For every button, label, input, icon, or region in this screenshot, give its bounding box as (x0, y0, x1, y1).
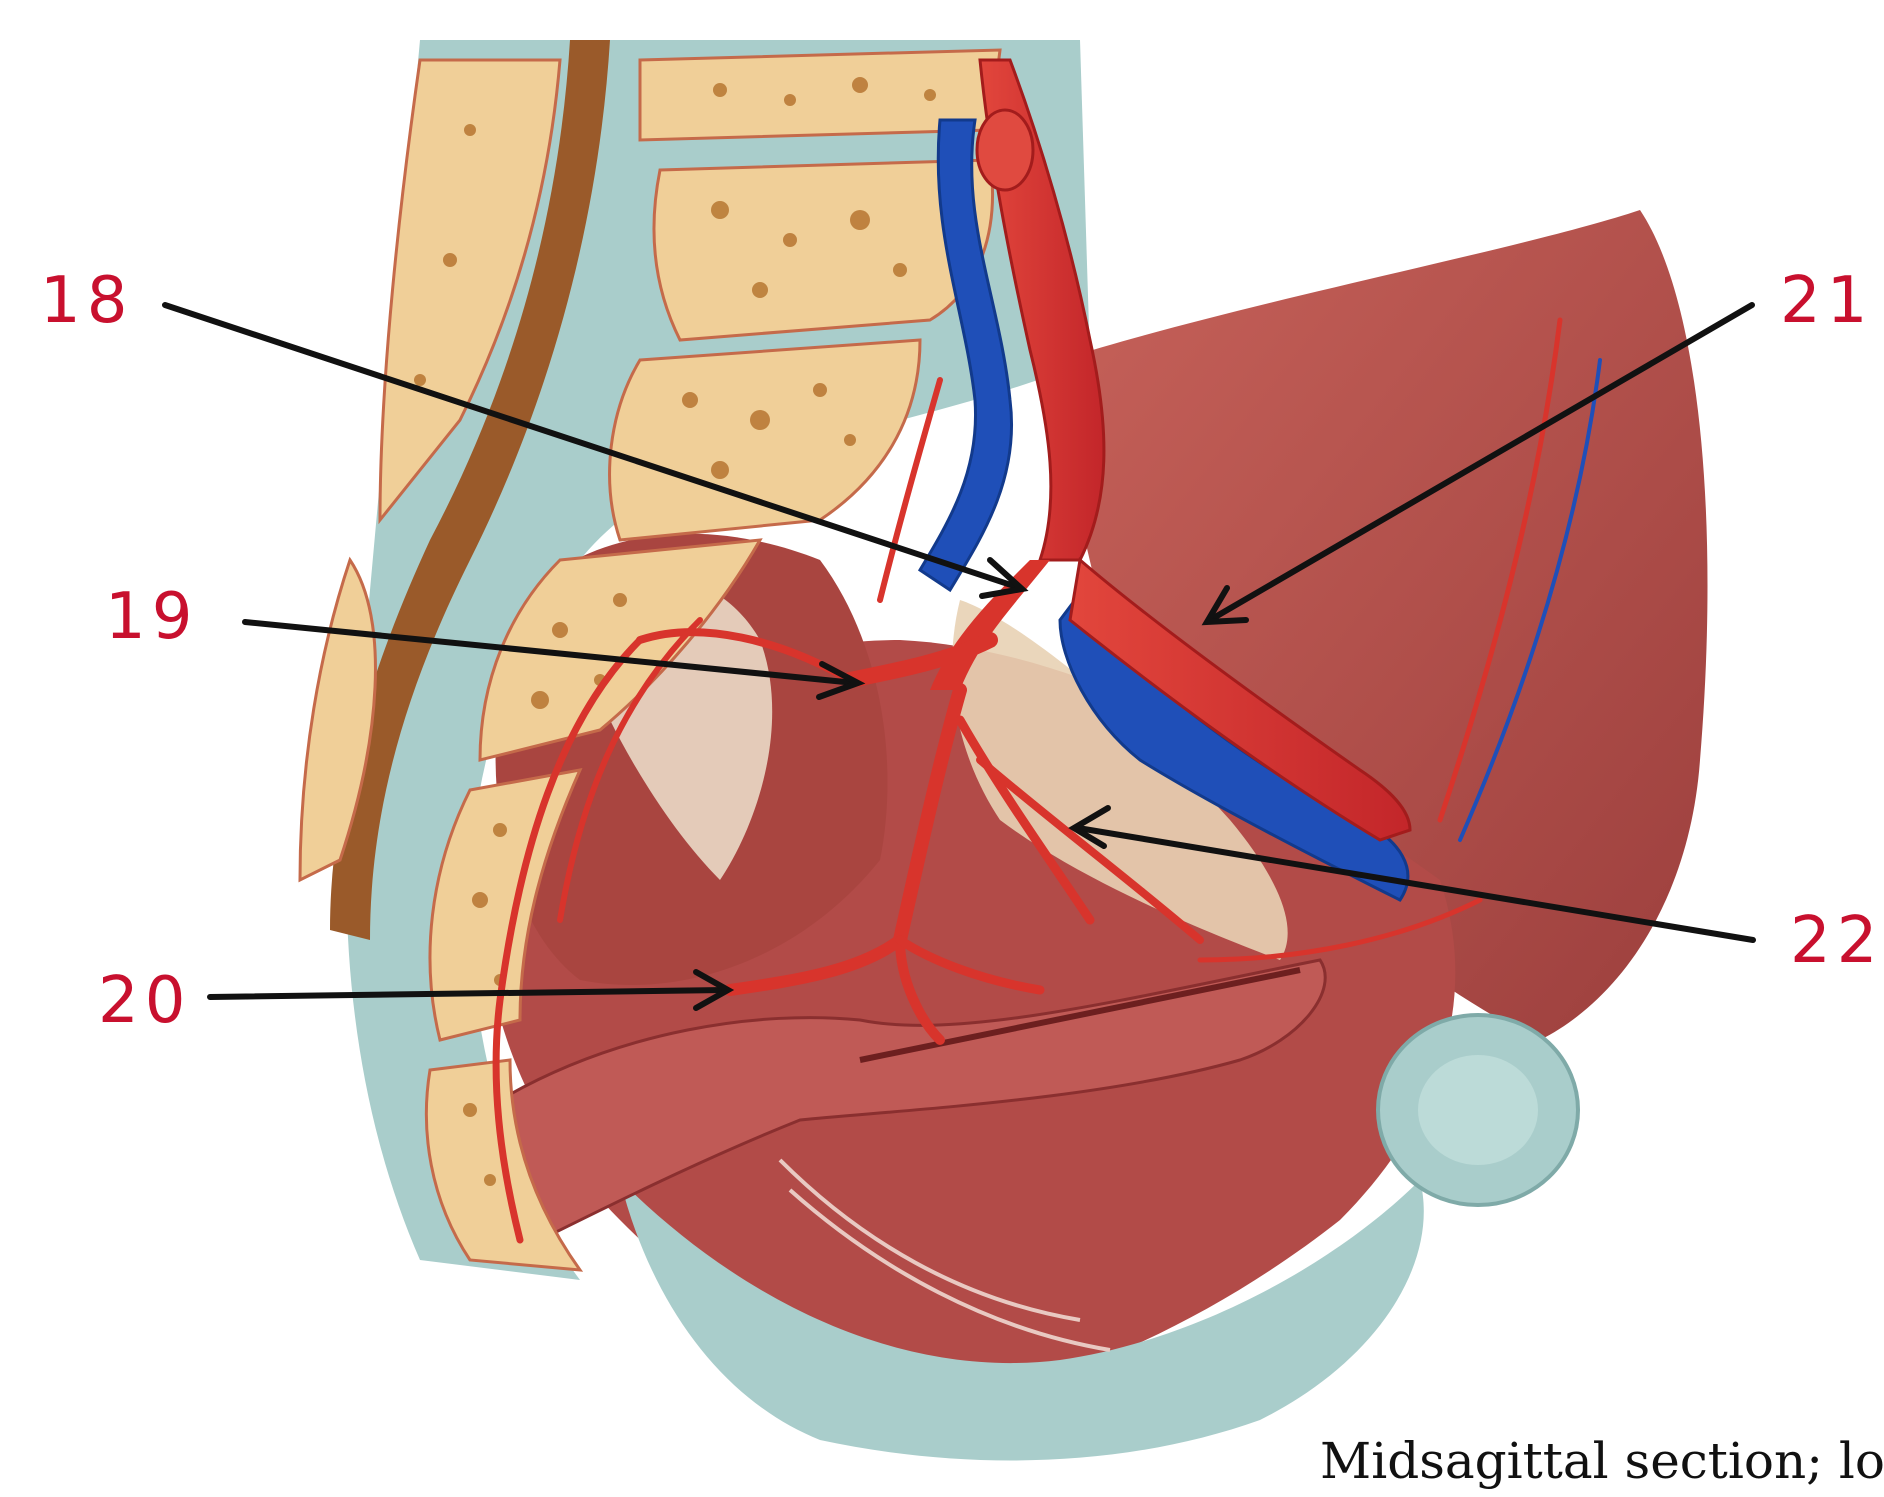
label-21: 21 (1780, 264, 1873, 338)
arrowhead-20 (693, 969, 735, 1011)
arrowhead-21 (1201, 585, 1249, 626)
arrowhead-19 (816, 661, 866, 700)
label-20: 20 (98, 964, 191, 1038)
arrowhead-22 (1068, 805, 1111, 849)
leader-lines (162, 302, 1756, 1011)
leader-20 (207, 987, 728, 1000)
label-numbers: 18 19 20 21 22 (40, 264, 1883, 1038)
spine-and-sacrum (298, 40, 1090, 1280)
label-22: 22 (1790, 904, 1883, 978)
vessels (492, 58, 1602, 1244)
leader-18 (162, 302, 1023, 591)
arrowhead-18 (979, 557, 1029, 599)
figure-caption: Midsagittal section; loo (1320, 1432, 1884, 1490)
label-19: 19 (105, 580, 198, 654)
leader-19 (242, 619, 858, 686)
leader-21 (1207, 302, 1755, 623)
label-18: 18 (40, 264, 133, 338)
leader-22 (1075, 825, 1756, 943)
